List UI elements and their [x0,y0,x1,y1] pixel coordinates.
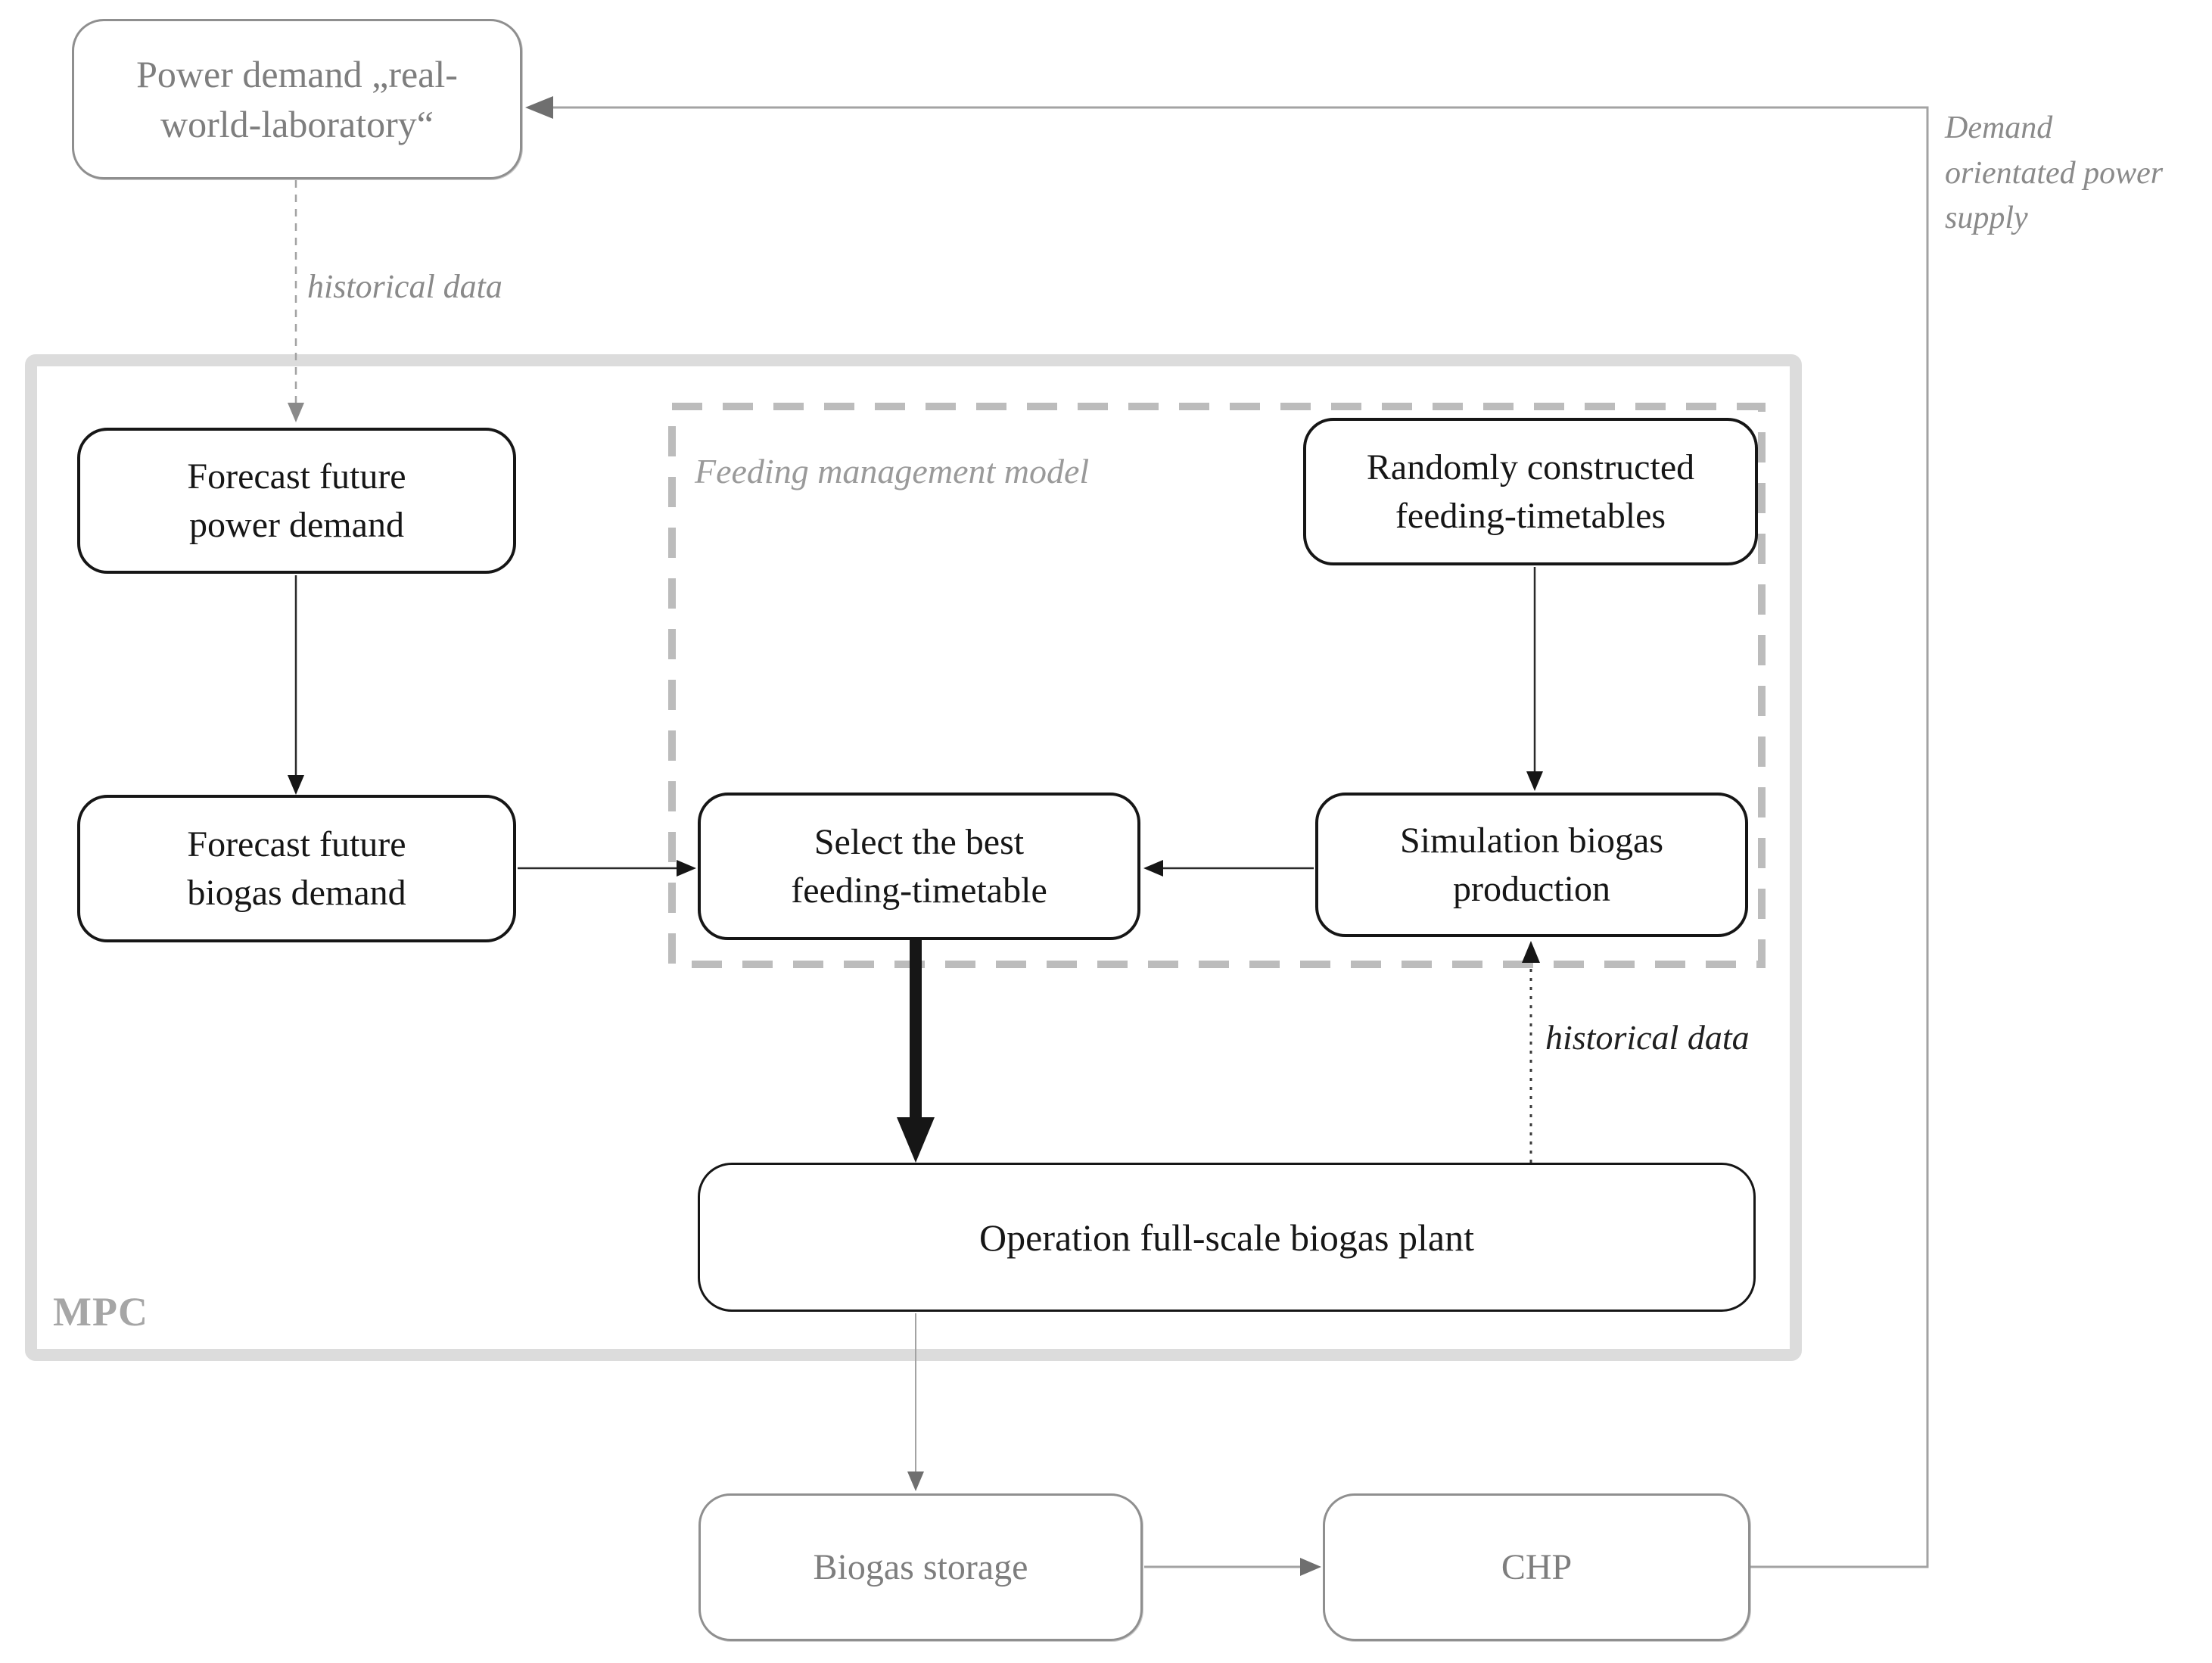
select-best-timetable-box: Select the best feeding-timetable [698,793,1140,940]
forecast-link-arrowhead-icon [288,775,304,795]
operation-plant-box: Operation full-scale biogas plant [698,1163,1756,1312]
biogas-storage-box: Biogas storage [698,1493,1143,1641]
historical-data-top-arrowhead-icon [288,403,304,422]
forecast-biogas-demand-box: Forecast future biogas demand [77,795,516,942]
random-to-simulation-arrowhead-icon [1526,771,1543,791]
select-to-operation-arrowhead-icon [897,1117,935,1163]
feeding-management-model-border [668,403,1766,968]
power-demand-box: Power demand „real- world-laboratory“ [72,19,522,179]
demand-orientated-power-supply-label: Demand orientated power supply [1945,111,2164,236]
simulation-biogas-box: Simulation biogas production [1315,793,1748,937]
feedback-arrowhead-icon [525,96,553,119]
historical-data-bottom-arrowhead-icon [1522,941,1540,963]
mpc-container-label: MPC [53,1289,148,1334]
storage-to-chp-arrowhead-icon [1300,1558,1321,1576]
simulation-to-select-arrowhead-icon [1143,860,1163,877]
operation-to-storage-arrowhead-icon [907,1471,924,1491]
feeding-management-model-label: Feeding management model [695,452,1090,490]
chp-box: CHP [1323,1493,1750,1641]
forecast-power-demand-box: Forecast future power demand [77,428,516,574]
mpc-container-border [25,354,1802,1361]
select-to-operation-shaft [910,940,922,1120]
biogas-to-select-arrowhead-icon [677,860,696,877]
historical-data-bottom-label: historical data [1545,1018,1750,1057]
historical-data-top-label: historical data [307,268,502,305]
random-timetables-box: Randomly constructed feeding-timetables [1303,418,1758,565]
demand-supply-feedback-line [528,106,1929,1568]
